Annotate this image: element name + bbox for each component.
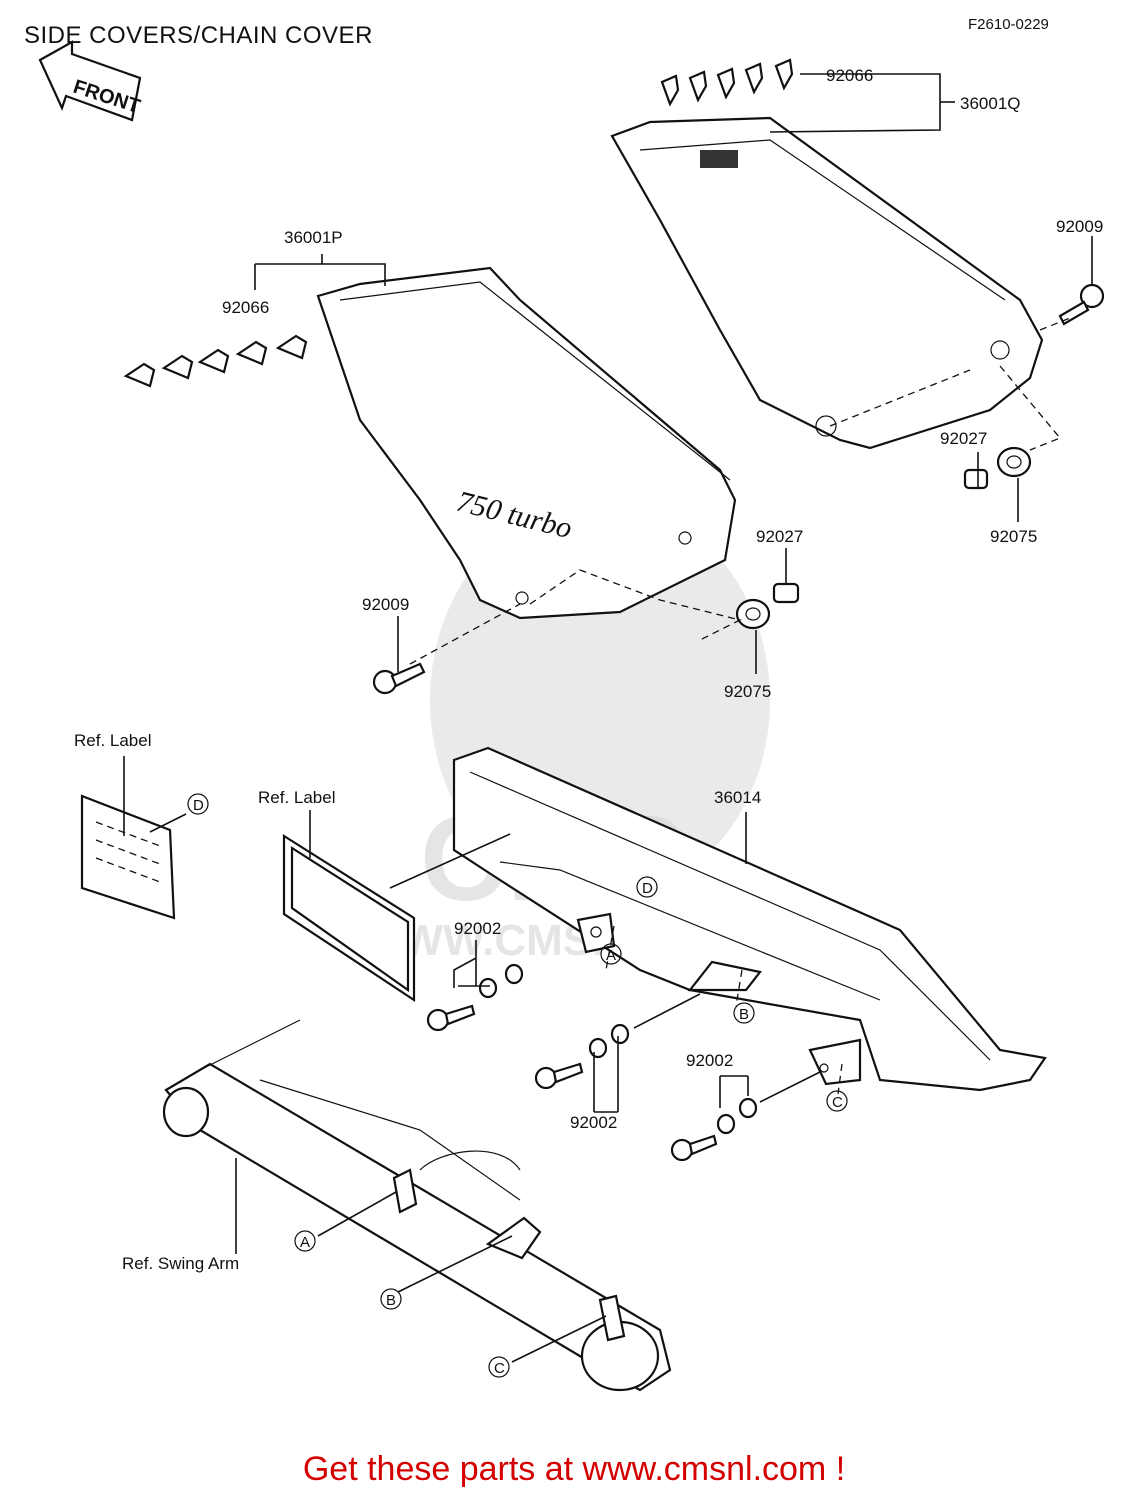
part-label-92075-center: 92075 bbox=[724, 682, 771, 701]
clip-group-left bbox=[123, 334, 308, 388]
page-title: SIDE COVERS/CHAIN COVER bbox=[24, 22, 373, 49]
part-label-92075-right: 92075 bbox=[990, 527, 1037, 546]
part-label-92066-right: 92066 bbox=[826, 66, 873, 85]
bolt-set-92002-c bbox=[670, 1097, 758, 1162]
svg-text:A: A bbox=[300, 1234, 310, 1251]
grommet-92075-right bbox=[996, 446, 1032, 478]
ref-letter-a-1: A bbox=[600, 943, 622, 965]
chain-cover-36014 bbox=[452, 746, 1047, 1092]
svg-text:B: B bbox=[739, 1006, 749, 1023]
ref-label-sticker-1 bbox=[80, 794, 176, 920]
svg-text:A: A bbox=[606, 947, 616, 964]
part-label-ref-label-1: Ref. Label bbox=[74, 731, 152, 750]
ref-letter-d-1: D bbox=[187, 793, 209, 815]
ref-letter-b-2: B bbox=[380, 1288, 402, 1310]
bolt-set-92002-a bbox=[426, 963, 524, 1032]
part-label-36014: 36014 bbox=[714, 788, 761, 807]
ref-letter-b-1: B bbox=[733, 1002, 755, 1024]
part-label-92002-c: 92002 bbox=[686, 1051, 733, 1070]
part-label-92027-center: 92027 bbox=[756, 527, 803, 546]
front-arrow-icon: FRONT bbox=[38, 40, 143, 122]
ref-letter-c-2: C bbox=[488, 1356, 510, 1378]
side-cover-right bbox=[610, 116, 1044, 450]
collar-92027-center bbox=[772, 582, 800, 604]
svg-text:C: C bbox=[494, 1360, 505, 1377]
swing-arm bbox=[162, 1019, 672, 1392]
part-label-ref-label-2: Ref. Label bbox=[258, 788, 336, 807]
part-label-92002-b: 92002 bbox=[570, 1113, 617, 1132]
footer-shop-link[interactable]: Get these parts at www.cmsnl.com ! bbox=[302, 1450, 846, 1488]
part-label-ref-swing-arm: Ref. Swing Arm bbox=[122, 1254, 239, 1273]
collar-92027-right bbox=[963, 468, 989, 490]
bolt-set-92002-b bbox=[534, 1023, 630, 1090]
svg-text:B: B bbox=[386, 1292, 396, 1309]
part-label-36001P: 36001P bbox=[284, 228, 343, 247]
ref-letter-a-2: A bbox=[294, 1230, 316, 1252]
bolt-92009-right bbox=[1058, 283, 1105, 326]
svg-text:D: D bbox=[193, 797, 204, 814]
part-label-92009-left: 92009 bbox=[362, 595, 409, 614]
part-label-92009-right: 92009 bbox=[1056, 217, 1103, 236]
figure-code: F2610-0229 bbox=[968, 16, 1049, 33]
ref-letter-c-1: C bbox=[826, 1090, 848, 1112]
ref-label-sticker-2 bbox=[282, 834, 416, 1003]
part-label-92027-right: 92027 bbox=[940, 429, 987, 448]
part-label-36001Q: 36001Q bbox=[960, 94, 1021, 113]
side-cover-left: 750 turbo bbox=[316, 266, 737, 620]
part-label-92066-left: 92066 bbox=[222, 298, 269, 317]
bolt-92009-left bbox=[372, 662, 426, 695]
ref-letter-d-2: D bbox=[636, 876, 658, 898]
clip-group-right bbox=[660, 58, 794, 107]
side-cover-emblem-icon bbox=[700, 150, 738, 168]
grommet-92075-center bbox=[735, 598, 771, 630]
svg-text:C: C bbox=[832, 1094, 843, 1111]
leader-lines bbox=[123, 73, 1093, 1363]
svg-text:D: D bbox=[642, 880, 653, 897]
part-label-92002-a: 92002 bbox=[454, 919, 501, 938]
